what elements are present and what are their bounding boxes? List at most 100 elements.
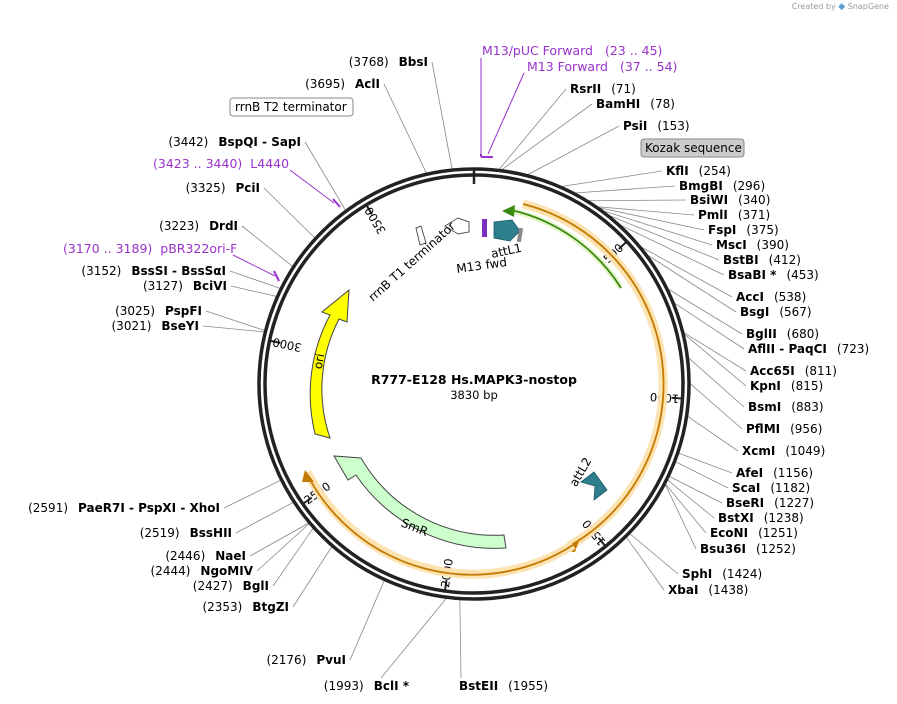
enzyme-label: XbaI(1438) [668,583,748,597]
enzyme-label: PflMI(956) [746,422,822,436]
enzyme-leader-line [230,285,277,297]
enzyme-leader-line [619,224,725,276]
enzyme-label: MscI(390) [716,238,789,252]
kozak-label: Kozak sequence [645,141,742,155]
enzyme-leader-line [241,225,293,267]
enzyme-label: (3442)BspQI - SapI [168,135,301,149]
enzyme-label: (3021)BseYI [112,319,200,333]
enzyme-leader-line [256,523,310,572]
enzyme-leader-line [664,484,697,550]
leader-lines [202,61,747,679]
enzyme-label: (3127)BciVI [143,279,227,293]
smr-region-arrowhead-icon [302,470,314,482]
enzyme-leader-line [272,527,314,587]
l4440-primer-tick [332,198,341,208]
enzyme-leader-line [561,170,663,187]
enzyme-leader-line [625,536,665,591]
enzyme-label: AccI(538) [736,290,806,304]
enzyme-label: BsgI(567) [740,305,812,319]
enzyme-leader-line [646,254,737,313]
enzyme-label: FspI(375) [708,223,779,237]
enzyme-leader-line [249,522,309,557]
rrnb-t2-label: rrnB T2 terminator [235,100,347,114]
enzyme-label: KflI(254) [666,164,731,178]
m13-primer-line [487,72,525,155]
enzyme-label: (3768)BbsI [349,55,428,69]
kozak-box [640,138,745,158]
l4440-primer-line [289,169,335,204]
enzyme-leader-line [292,546,333,608]
enzyme-label: BsaBI *(453) [728,268,819,282]
enzyme-leader-line [304,141,346,211]
enzyme-leader-line [640,246,733,298]
m13-fwd-marker [482,219,487,237]
enzyme-leader-line [687,415,739,452]
enzyme-label: (2591)PaeR7I - PspXI - XhoI [28,501,220,515]
enzyme-leader-line [678,452,733,474]
enzyme-label: BsiWI(340) [690,193,770,207]
enzyme-leader-line [235,502,294,534]
enzyme-leader-line [383,83,427,174]
enzyme-label: PmlI(371) [698,208,770,222]
enzyme-leader-line [597,206,695,216]
tick-label: 3000 [271,335,303,355]
enzyme-label: BstBI(412) [723,253,801,267]
brand-prefix: Created by [791,2,836,11]
enzyme-label: BseRI(1227) [726,496,814,510]
enzyme-leader-line [683,333,747,387]
enzyme-leader-line [667,288,743,335]
enzyme-leader-line [689,383,743,430]
enzyme-label: KpnI(815) [750,379,823,393]
enzyme-label: (2176)PvuI [266,653,346,667]
enzyme-label: EcoNI(1251) [710,526,798,540]
smr-arrow [333,455,507,549]
enzyme-label: (1993)BclI * [324,679,410,693]
mapk3-cds-arrow [522,203,665,549]
enzyme-leader-line [459,599,462,679]
pbr322-primer-line [232,254,276,277]
enzyme-label: AflII - PaqCI(723) [748,342,869,356]
enzyme-label: BsmI(883) [748,400,824,414]
enzyme-label: Acc65I(811) [750,364,837,378]
enzyme-label: (2427)BglI [193,579,269,593]
snapgene-logo-icon: ◆ [838,2,846,12]
attl1-label: attL1 [490,241,523,261]
enzyme-labels: RsrII(71)BamHI(78) PsiI(153) KflI(254)BmgB… [28,55,869,693]
enzyme-leader-line [263,187,316,239]
enzyme-label: (3152)BssSI - BssSαI [81,264,226,278]
position-tick [443,579,448,592]
rrnb-t2-arrow [415,225,427,246]
enzyme-leader-line [629,533,679,575]
snapgene-brand: Created by ◆ SnapGene [792,2,889,12]
ori-label: ori [311,352,327,370]
enzyme-label: BamHI(78) [596,97,675,111]
attl1-arrow [493,219,521,242]
enzyme-label: (2353)BtgZI [202,600,289,614]
enzyme-leader-line [205,310,265,331]
enzyme-leader-line [380,597,447,679]
attl1-marker [516,227,524,243]
enzyme-label: PsiI(153) [623,119,690,133]
green-arrowhead-icon [502,205,515,217]
enzyme-label: BmgBI(296) [679,179,765,193]
enzyme-label: Bsu36I(1252) [700,542,796,556]
plasmid-length: 3830 bp [450,388,498,402]
enzyme-leader-line [527,125,620,176]
enzyme-label: (2519)BssHII [140,526,232,540]
green-feature-arrow [510,209,622,289]
enzyme-label: XcmI(1049) [742,444,825,458]
enzyme-leader-line [501,103,593,171]
rrnb-t1-arrow [444,217,470,235]
primer-m13: M13 Forward(37 .. 54) [527,59,677,74]
enzyme-label: RsrII(71) [570,82,636,96]
enzyme-leader-line [431,61,453,170]
rrnb-t2-box [229,97,354,117]
enzyme-label: AfeI(1156) [736,466,813,480]
enzyme-label: (3695)AclI [305,77,380,91]
enzyme-label: (3223)DrdI [159,219,238,233]
attl2-arrow [580,471,608,501]
enzyme-leader-line [669,476,723,504]
enzyme-label: SphI(1424) [682,567,762,581]
enzyme-leader-line [667,479,715,519]
